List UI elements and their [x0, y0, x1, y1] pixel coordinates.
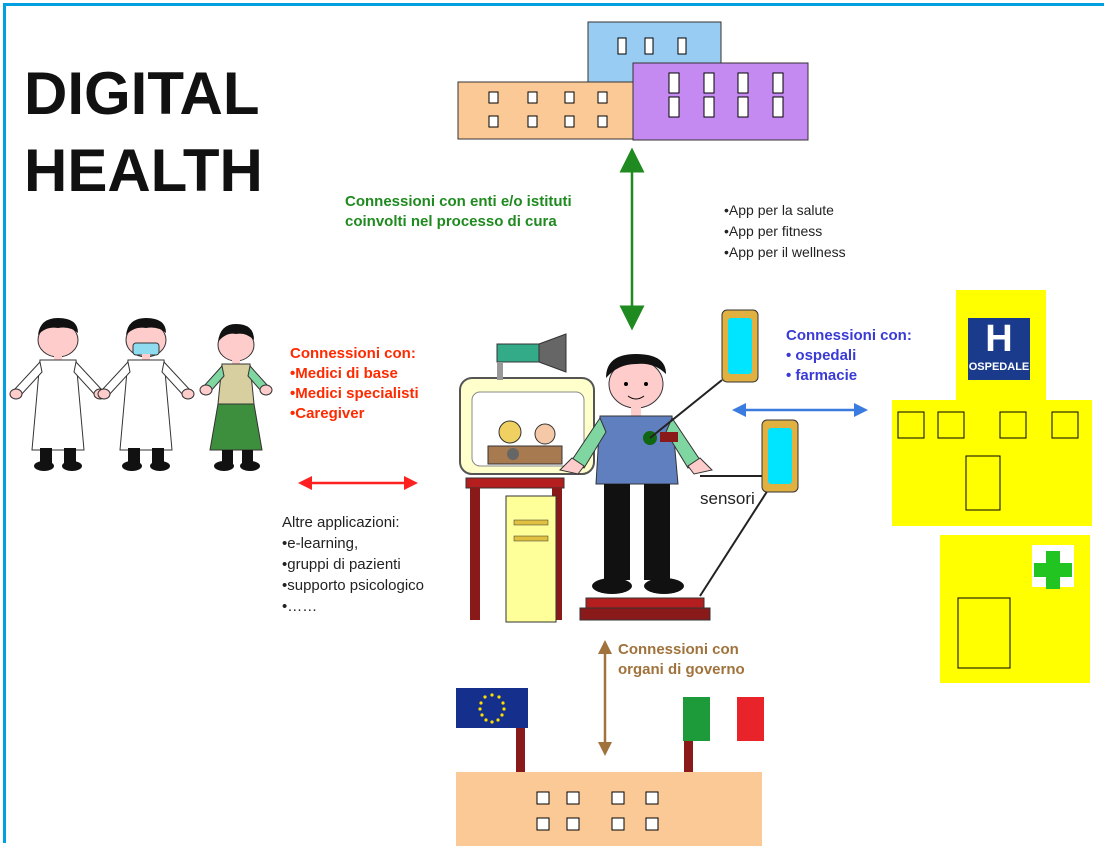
- hospital-building: [892, 290, 1092, 526]
- hospitals-item-2: • farmacie: [786, 367, 858, 384]
- caregivers-item-1: •Medici di base: [290, 365, 398, 382]
- apps-item-3: •App per il wellness: [724, 244, 846, 260]
- doctor-figure: [9, 318, 107, 471]
- other-apps-item-3: •supporto psicologico: [282, 577, 425, 594]
- institutions-building: [457, 21, 809, 141]
- institutions-line-1: Connessioni con enti e/o istituti: [345, 193, 572, 210]
- caregivers-item-3: •Caregiver: [290, 405, 365, 422]
- hospitals-heading: Connessioni con:: [786, 327, 912, 344]
- title-line-2: HEALTH: [24, 137, 263, 204]
- caregivers-heading: Connessioni con:: [290, 345, 416, 362]
- other-apps-item-4: •……: [282, 598, 318, 615]
- telemedicine-station: [459, 333, 595, 623]
- hospital-sign-text: OSPEDALE: [968, 361, 1030, 373]
- caregivers-arrow: [298, 476, 418, 490]
- hospitals-item-1: • ospedali: [786, 347, 857, 364]
- apps-item-1: •App per la salute: [724, 202, 834, 218]
- pharmacy-cross-icon: [1034, 551, 1072, 589]
- sensors-label: sensori: [700, 489, 755, 508]
- institutions-line-2: coinvolti nel processo di cura: [345, 213, 557, 230]
- patient-figure: [559, 309, 799, 621]
- specialist-figure: [97, 318, 195, 471]
- government-arrow: [598, 640, 612, 756]
- caregivers-item-2: •Medici specialisti: [290, 385, 419, 402]
- title-line-1: DIGITAL: [24, 60, 260, 127]
- caregiver-figure: [199, 324, 273, 471]
- hospital-sign: H OSPEDALE: [968, 318, 1030, 380]
- hospital-sign-letter: H: [985, 318, 1013, 360]
- government-building: [456, 688, 764, 846]
- other-apps-item-2: •gruppi di pazienti: [282, 556, 401, 573]
- other-apps-item-1: •e-learning,: [282, 535, 359, 552]
- other-apps-heading: Altre applicazioni:: [282, 514, 400, 531]
- apps-item-2: •App per fitness: [724, 223, 823, 239]
- pharmacy-building: [940, 535, 1090, 683]
- hospitals-arrow: [732, 403, 868, 417]
- government-line-1: Connessioni con: [618, 641, 739, 658]
- italy-flag: [683, 697, 764, 741]
- page-frame: [3, 3, 1104, 843]
- government-line-2: organi di governo: [618, 661, 745, 678]
